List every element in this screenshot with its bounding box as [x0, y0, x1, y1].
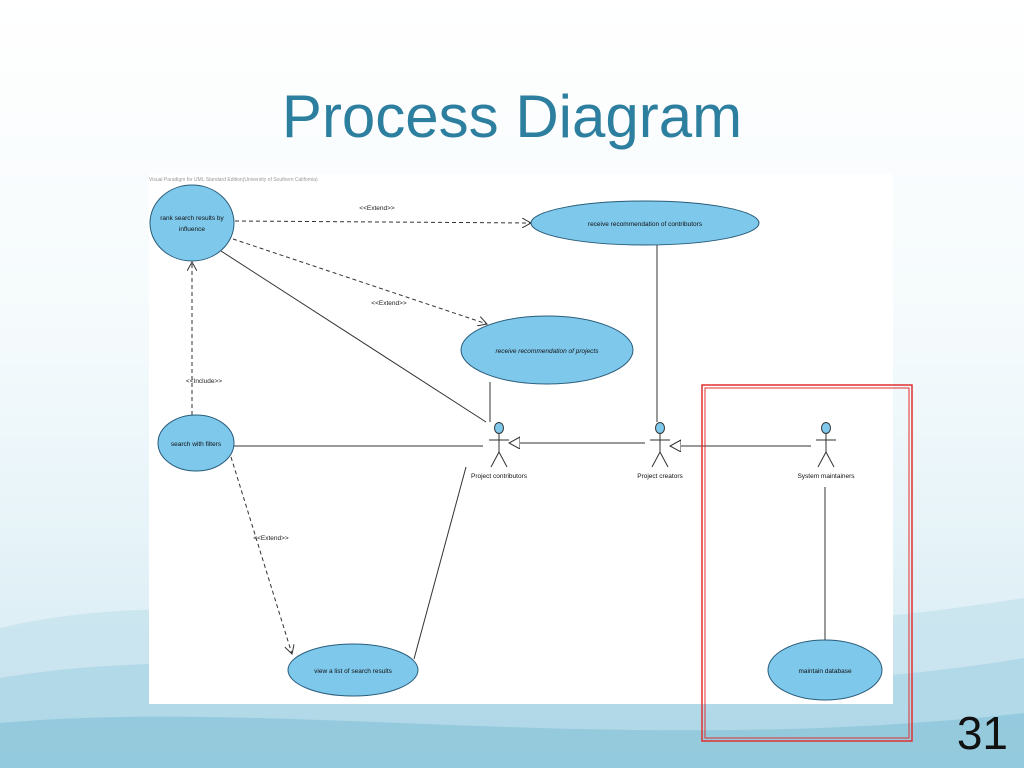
extend-label-1: <<Extend>> [359, 205, 395, 212]
actor-project-creators-label: Project creators [637, 473, 683, 480]
actor-project-creators[interactable]: Project creators [637, 422, 684, 481]
extend-line-rank-projects [232, 238, 487, 324]
use-case-rank[interactable]: rank search results by influence [149, 184, 235, 262]
watermark-text: Visual Paradigm for UML Standard Edition… [149, 177, 318, 183]
use-case-receive-contributors-label: receive recommendation of contributors [588, 221, 703, 228]
include-label: <<Include>> [186, 378, 222, 385]
extend-line-rank-contributors [234, 221, 531, 223]
actor-icon [816, 422, 836, 468]
use-case-search-filters-label: search with filters [171, 441, 222, 448]
assoc-line-rank-contributors [220, 250, 487, 423]
use-case-receive-projects[interactable]: receive recommendation of projects [460, 315, 634, 385]
use-case-receive-contributors[interactable]: receive recommendation of contributors [530, 200, 760, 246]
use-case-search-filters[interactable]: search with filters [157, 414, 235, 472]
use-case-maintain-db[interactable]: maintain database [767, 639, 883, 701]
assoc-line-contributors-list [413, 466, 467, 660]
use-case-rank-label-2: influence [179, 226, 205, 233]
slide-number: 31 [956, 707, 1008, 759]
use-case-view-list[interactable]: view a list of search results [287, 643, 419, 697]
use-case-receive-projects-label: receive recommendation of projects [496, 348, 600, 355]
use-case-view-list-label: view a list of search results [314, 668, 392, 675]
highlight-box [701, 384, 913, 742]
actor-icon [489, 422, 509, 468]
slide-title: Process Diagram [281, 83, 743, 150]
use-case-diagram: Visual Paradigm for UML Standard Edition… [149, 174, 893, 704]
actor-project-contributors-label: Project contributors [471, 473, 528, 480]
use-case-rank-label-1: rank search results by [160, 215, 224, 222]
actor-icon [650, 422, 670, 468]
extend-label-3: <<Extend>> [253, 535, 289, 542]
actor-system-maintainers-label: System maintainers [797, 473, 855, 480]
extend-line-filters-list [230, 456, 292, 654]
use-case-maintain-db-label: maintain database [798, 668, 852, 675]
actor-system-maintainers[interactable]: System maintainers [797, 422, 855, 481]
actor-project-contributors[interactable]: Project contributors [471, 422, 528, 481]
extend-label-2: <<Extend>> [371, 300, 407, 307]
